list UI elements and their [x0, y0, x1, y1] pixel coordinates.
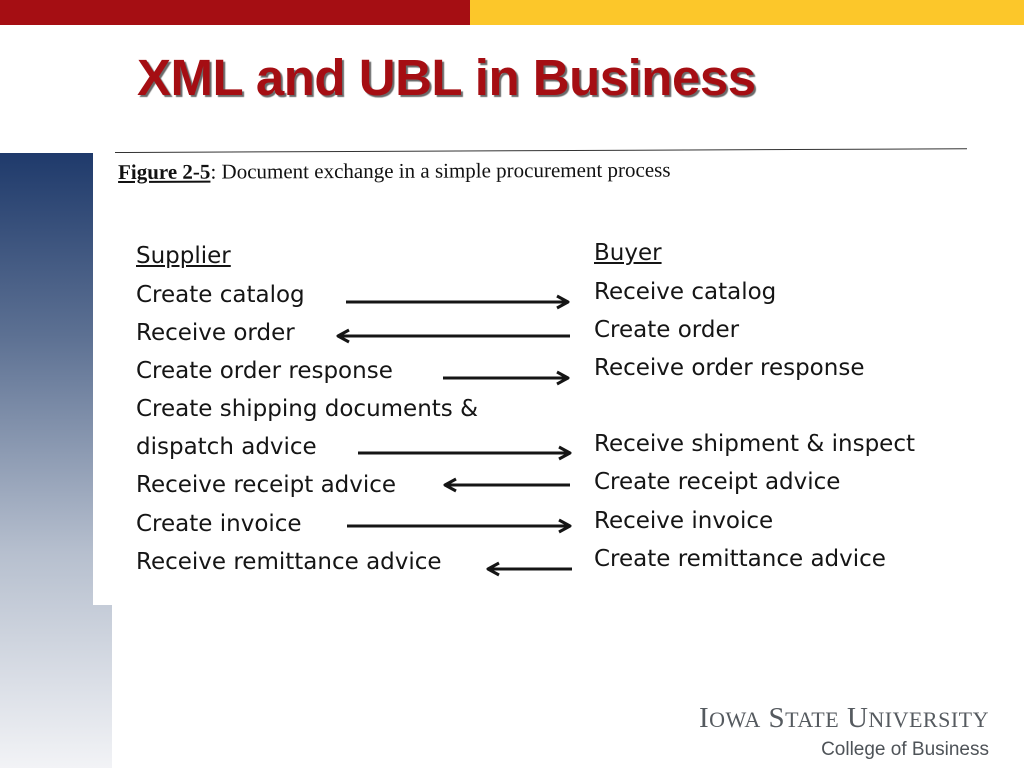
buyer-item: Receive shipment & inspect [594, 431, 915, 457]
top-bar-gold [470, 0, 1024, 25]
arrow-right [347, 518, 572, 534]
supplier-item: Create invoice [136, 511, 302, 537]
arrow-left [443, 477, 570, 493]
arrow-left [486, 561, 572, 577]
arrow-right [443, 370, 570, 386]
arrow-left [336, 328, 570, 344]
university-wordmark: IOWA STATE UNIVERSITY [699, 702, 989, 734]
supplier-header: Supplier [136, 243, 231, 269]
arrow-right [346, 294, 570, 310]
supplier-item: Create catalog [136, 282, 305, 308]
university-logo: IOWA STATE UNIVERSITY College of Busines… [683, 702, 989, 761]
supplier-item: Receive remittance advice [136, 549, 442, 575]
supplier-item: Create order response [136, 358, 393, 384]
supplier-item: Receive receipt advice [136, 472, 397, 498]
slide-title: XML and UBL in Business [137, 49, 756, 106]
buyer-item: Receive catalog [594, 279, 777, 305]
buyer-item: Create order [594, 317, 740, 343]
buyer-item: Receive invoice [594, 508, 774, 534]
supplier-item: Create shipping documents & [136, 396, 479, 422]
supplier-item: dispatch advice [136, 434, 317, 460]
arrow-right [358, 445, 572, 461]
supplier-item: Receive order [136, 320, 295, 346]
buyer-item: Create receipt advice [594, 469, 841, 495]
college-name: College of Business [821, 739, 989, 760]
buyer-item: Create remittance advice [594, 546, 886, 572]
top-bar-red [0, 0, 470, 25]
buyer-item: Receive order response [594, 355, 865, 381]
buyer-header: Buyer [594, 240, 662, 266]
